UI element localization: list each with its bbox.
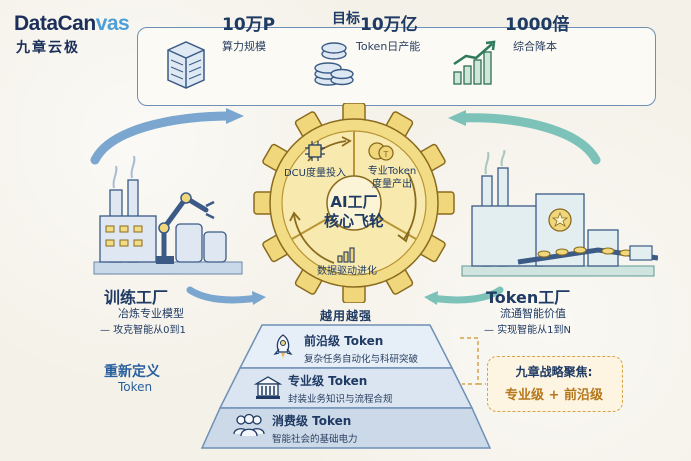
arrow-right-bottom	[428, 286, 504, 304]
tier-frontier-desc: 复杂任务自动化与科研突破	[304, 354, 419, 365]
tier-frontier-text: 前沿级 Token 复杂任务自动化与科研突破	[304, 332, 418, 365]
arrow-head-left-bottom	[252, 291, 266, 305]
token-factory-name: Token工厂	[486, 288, 571, 307]
token-factory-illustration	[458, 149, 659, 280]
segment-token-output: 专业Token 度量产出	[367, 166, 417, 190]
tier-professional-desc: 封装业务知识与流程合规	[288, 394, 393, 405]
goal-compute-value: 10万P	[222, 15, 276, 35]
segment-dcu-input: DCU度量投入	[283, 168, 346, 179]
goal-token-capacity-value: 10万亿	[360, 15, 418, 35]
arrow-head-right-bottom	[424, 291, 438, 305]
coin-stack-icon	[312, 36, 356, 90]
goal-cost-reduction-label: 综合降本	[513, 40, 557, 53]
token-factory-tagline: — 实现智能从1到N	[484, 325, 572, 336]
goal-cost-reduction: 1000倍 综合降本	[505, 10, 569, 66]
tier-consumer-title: 消费级 Token	[272, 414, 352, 428]
tier-consumer-text: 消费级 Token 智能社会的基础电力	[272, 412, 358, 445]
tier-professional-text: 专业级 Token 封装业务知识与流程合规	[288, 372, 393, 405]
strategic-focus-box	[487, 356, 623, 412]
arrow-to-flywheel-right	[455, 113, 601, 165]
tier-consumer	[200, 407, 492, 449]
arrow-head-left-top	[226, 108, 244, 124]
building-icon	[253, 374, 283, 400]
svg-text:T: T	[383, 150, 389, 159]
goal-cost-reduction-value: 1000倍	[505, 15, 570, 35]
tier-professional-title: 专业级 Token	[288, 374, 368, 388]
token-coins-icon: T	[367, 140, 395, 162]
training-factory-name: 训练工厂	[104, 288, 169, 307]
flywheel-hub-label: AI工厂 核心飞轮	[323, 193, 384, 230]
flywheel-gear	[238, 102, 470, 304]
pyramid-heading: 越用越强	[319, 309, 372, 323]
bar-chart-icon	[337, 247, 355, 263]
redefine-token: Token	[118, 380, 153, 394]
goal-compute: 10万P 算力规模	[222, 10, 275, 66]
redefine-title: 重新定义	[104, 364, 160, 380]
goals-panel	[137, 27, 656, 106]
brand-chinese-name: 九章云极	[16, 40, 80, 56]
training-factory-tagline: — 攻克智能从0到1	[100, 325, 186, 336]
tier-consumer-desc: 智能社会的基础电力	[272, 434, 358, 445]
goals-title: 目标	[332, 11, 360, 27]
rocket-icon	[270, 333, 296, 359]
tier-frontier-title: 前沿级 Token	[304, 334, 384, 348]
focus-bracket	[460, 337, 479, 385]
arrow-left-bottom	[186, 286, 262, 304]
goal-compute-label: 算力规模	[222, 40, 266, 53]
training-factory-subtitle: 冶炼专业模型	[118, 307, 184, 320]
goal-token-capacity-label: Token日产能	[356, 40, 421, 53]
brand-logo: DataCanvas	[14, 12, 130, 35]
arrow-to-flywheel-left	[90, 111, 237, 165]
training-factory-illustration	[88, 150, 248, 278]
people-icon	[232, 412, 266, 438]
token-factory-subtitle: 流通智能价值	[500, 307, 566, 320]
growth-bars-icon	[450, 38, 500, 88]
segment-data-evolution: 数据驱动进化	[317, 266, 377, 277]
strategic-focus-title: 九章战略聚焦:	[515, 365, 593, 379]
strategic-focus-value: 专业级 + 前沿级	[505, 388, 603, 403]
server-rack-icon	[162, 36, 210, 92]
arrow-head-right-top	[448, 110, 466, 126]
chip-icon	[304, 140, 326, 162]
goal-token-capacity: 10万亿 Token日产能	[356, 10, 420, 66]
